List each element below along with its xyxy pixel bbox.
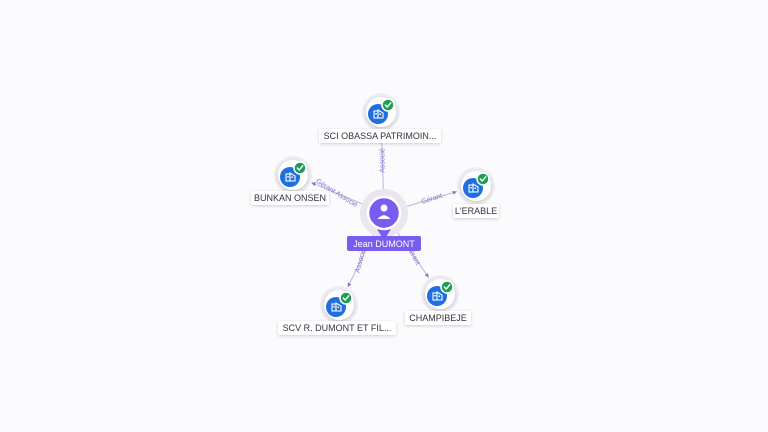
building-icon: [432, 291, 443, 301]
company-name-label: SCV R. DUMONT ET FIL...: [283, 323, 392, 333]
check-icon: [381, 98, 395, 112]
person-icon: [377, 204, 391, 219]
building-icon: [331, 302, 342, 312]
node-label-bg: [405, 311, 471, 325]
check-icon: [476, 172, 490, 186]
edge-bunkan-onsen: [311, 182, 363, 205]
company-node-lerable[interactable]: L'ERABLE: [453, 167, 499, 218]
building-icon: [373, 109, 384, 119]
edge-arrow-lerable: [452, 190, 457, 195]
node-label-bg: [319, 129, 441, 143]
edge-label-lerable: Gérant: [421, 193, 444, 206]
company-node-sci-obassa[interactable]: SCI OBASSA PATRIMOIN...: [319, 93, 441, 143]
node-label-bg: [278, 321, 396, 335]
edge-arrow-bunkan-onsen: [311, 182, 316, 187]
center-label-bg: [347, 236, 421, 251]
company-node-bunkan-onsen[interactable]: BUNKAN ONSEN: [251, 156, 329, 205]
edge-arrow-champibeje: [424, 273, 429, 278]
building-icon: [468, 183, 479, 193]
company-name-label: L'ERABLE: [455, 206, 497, 216]
company-name-label: BUNKAN ONSEN: [254, 193, 326, 203]
check-icon: [339, 291, 353, 305]
edge-label-sci-obassa: Associé: [379, 148, 386, 173]
check-icon: [440, 280, 454, 294]
company-name-label: CHAMPIBEJE: [409, 313, 467, 323]
edge-lerable: [406, 191, 457, 207]
company-name-label: SCI OBASSA PATRIMOIN...: [324, 131, 437, 141]
company-node-scv-dumont[interactable]: SCV R. DUMONT ET FIL...: [278, 286, 396, 335]
edge-label-scv-dumont: Associé: [354, 248, 367, 274]
center-pin-tip: [377, 229, 391, 240]
node-label-bg: [251, 191, 329, 205]
company-node-champibeje[interactable]: CHAMPIBEJE: [405, 275, 471, 325]
center-pin: [366, 195, 402, 231]
company-nodes: SCI OBASSA PATRIMOIN... BUNKAN ONSEN: [251, 93, 499, 335]
building-icon: [285, 172, 296, 182]
center-person-node[interactable]: Jean DUMONT: [347, 189, 421, 251]
node-label-bg: [453, 204, 499, 218]
edge-arrow-scv-dumont: [347, 282, 352, 288]
center-name-label: Jean DUMONT: [353, 239, 415, 249]
check-icon: [293, 161, 307, 175]
